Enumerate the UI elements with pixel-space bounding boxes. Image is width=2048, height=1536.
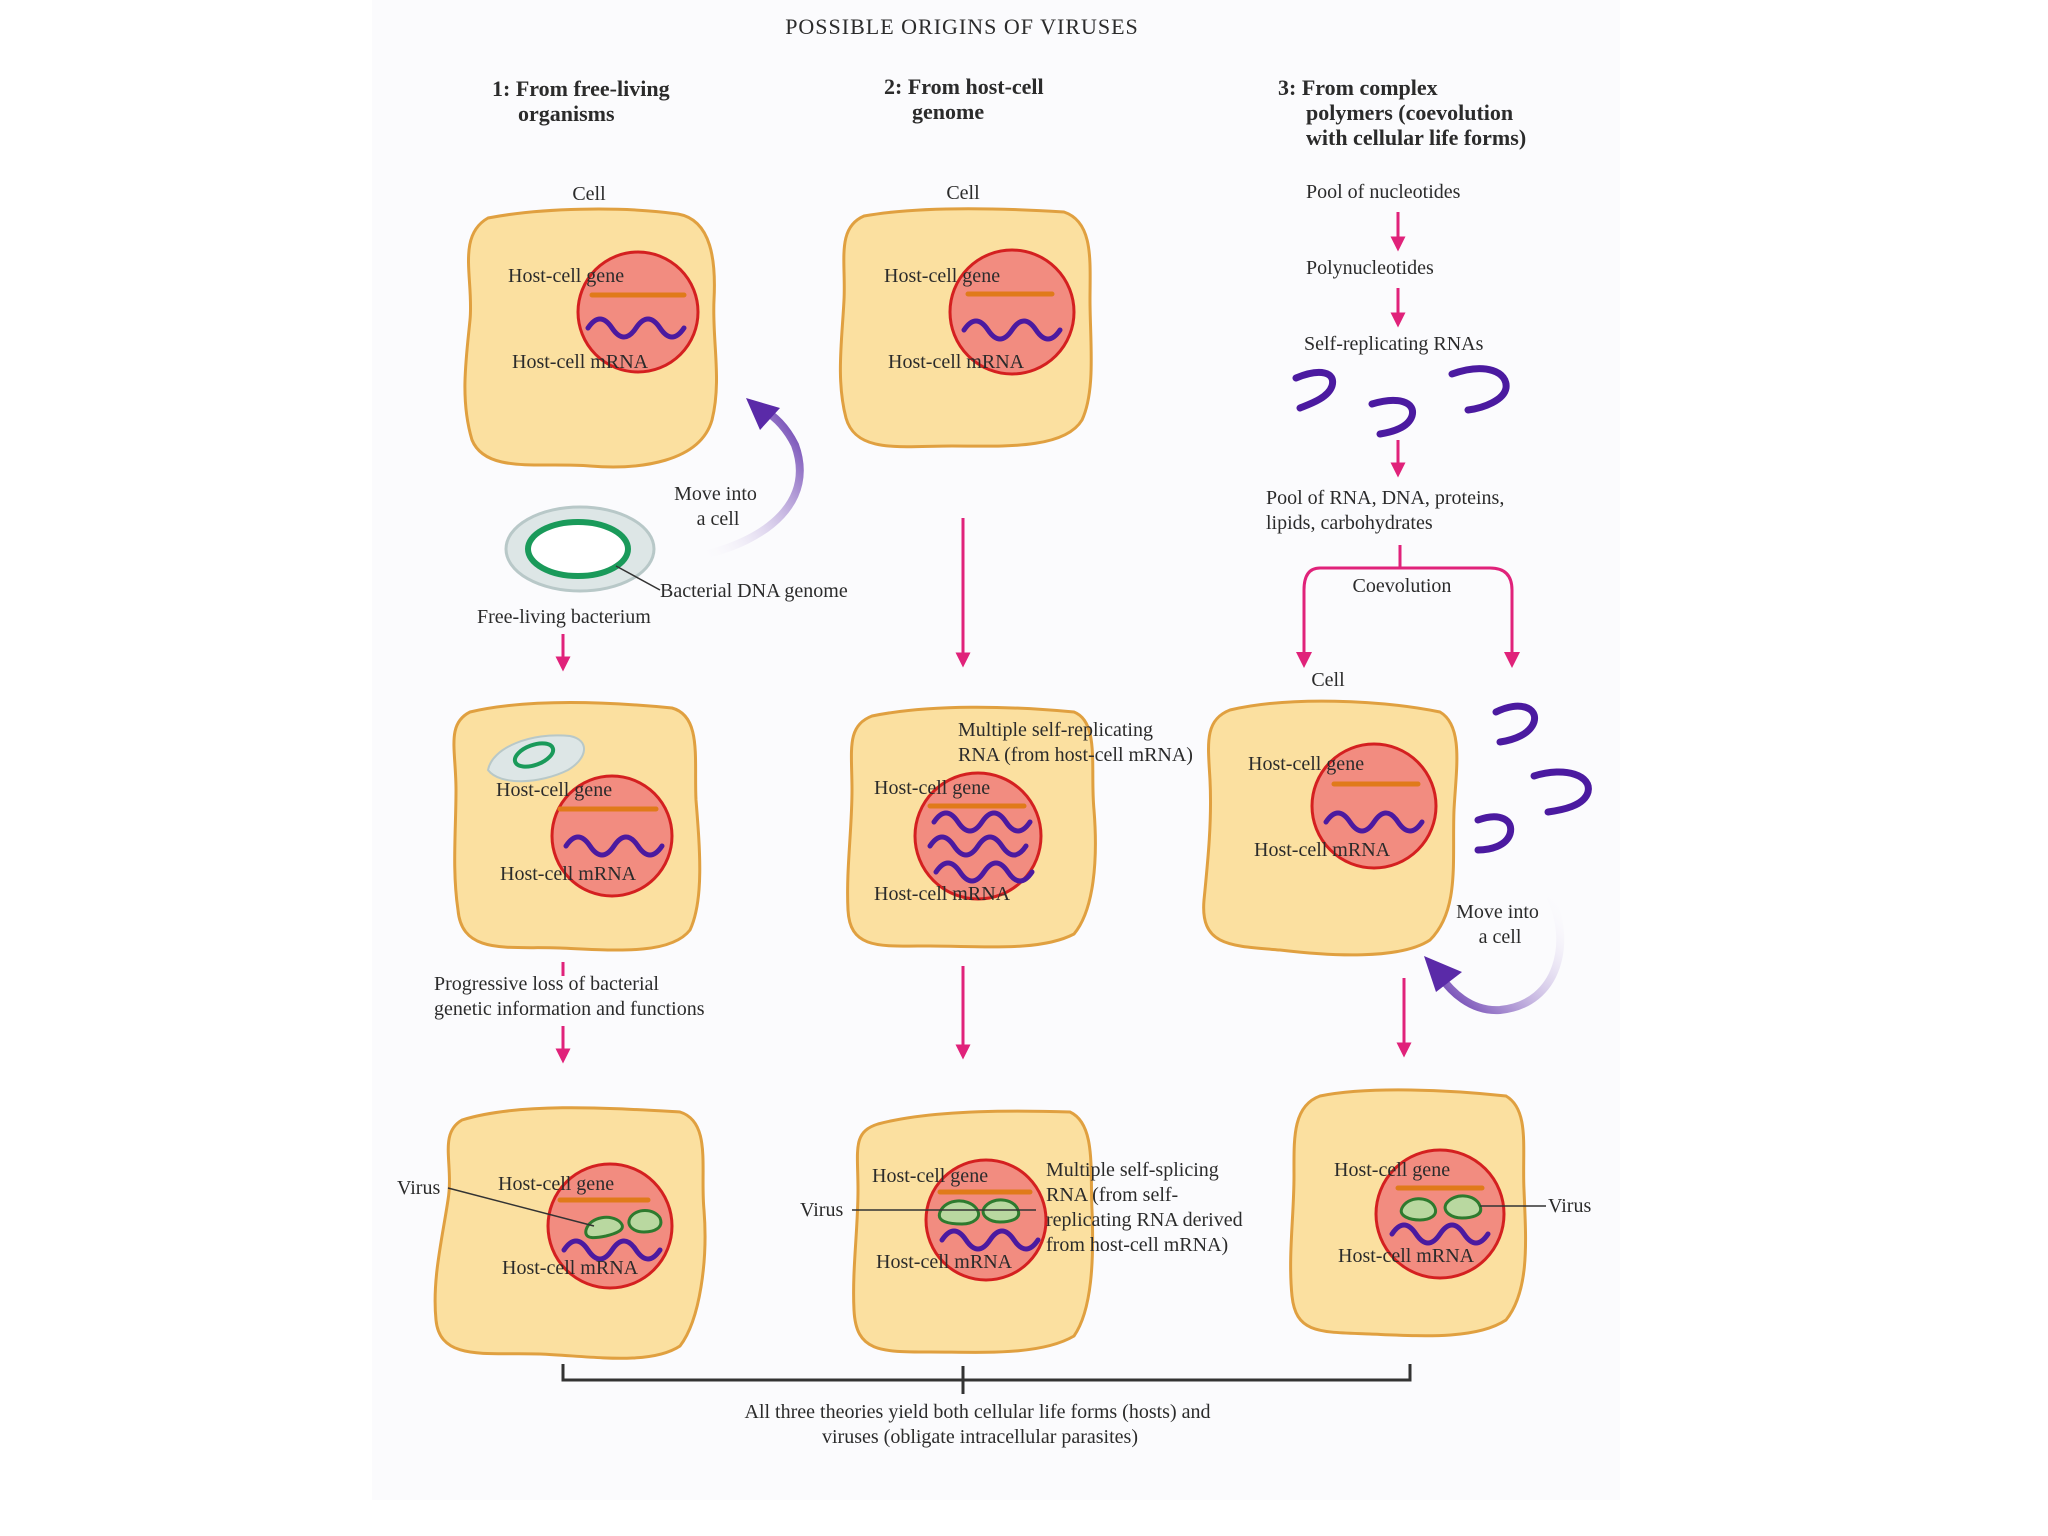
cell [838, 207, 1093, 449]
virus-particle [627, 1209, 663, 1234]
self-replicating-rna-molecules [1292, 365, 1510, 438]
cell [852, 1109, 1095, 1354]
summary-bracket [561, 1364, 1412, 1394]
progressive-loss-label: Progressive loss of bacterial genetic in… [434, 973, 705, 1020]
host-cell-gene-label: Host-cell gene [1334, 1159, 1450, 1181]
host-cell-gene-label: Host-cell gene [872, 1165, 988, 1187]
mrna-strand [961, 318, 1063, 342]
mrna-strand [563, 834, 665, 858]
move-into-cell-arrow [699, 404, 804, 560]
rna-molecule [1448, 365, 1510, 414]
virus-particle [1443, 1194, 1483, 1220]
cell [846, 705, 1097, 949]
rna-molecule [1530, 768, 1592, 816]
cell-label: Cell [1311, 669, 1345, 691]
pool-polymers-label: Pool of RNA, DNA, proteins, lipids, carb… [1266, 487, 1509, 534]
virus-particle [937, 1199, 981, 1226]
rna-molecule [1474, 813, 1515, 854]
multiple-self-splicing-label: Multiple self-splicing RNA (from self- r… [1046, 1159, 1248, 1256]
cell [452, 701, 702, 952]
column-3-heading: 3: From complex polymers (coevolution wi… [1278, 75, 1526, 150]
arrow-head-icon [1296, 652, 1312, 668]
host-cell-mrna-label: Host-cell mRNA [512, 351, 649, 373]
column-2-heading: 2: From host-cell genome [884, 74, 1049, 124]
leader-line [447, 1187, 595, 1227]
virus-label: Virus [800, 1199, 843, 1221]
virus-particle [981, 1198, 1021, 1224]
virus-label: Virus [1548, 1195, 1591, 1217]
arrow-head-icon [746, 398, 780, 430]
mrna-strand [933, 860, 1035, 884]
nucleus [1310, 742, 1438, 870]
arrow-head-icon [1424, 956, 1462, 992]
nucleus [1374, 1148, 1506, 1280]
host-cell-mrna-label: Host-cell mRNA [502, 1257, 639, 1279]
rna-molecule [1292, 368, 1337, 412]
engulfed-bacterium [486, 734, 585, 783]
host-cell-mrna-label: Host-cell mRNA [1338, 1245, 1475, 1267]
cell-label: Cell [572, 183, 606, 205]
host-cell-mrna-label: Host-cell mRNA [500, 863, 637, 885]
mrna-strand [1323, 810, 1425, 834]
virus-label: Virus [397, 1177, 440, 1199]
leader-line [615, 565, 661, 591]
bacterial-dna-genome-label: Bacterial DNA genome [660, 580, 848, 602]
self-replicating-rnas-label: Self-replicating RNAs [1304, 333, 1484, 355]
cell-label: Cell [946, 182, 980, 204]
host-cell-mrna-label: Host-cell mRNA [888, 351, 1025, 373]
mrna-strand [927, 834, 1029, 858]
move-into-cell-label: Move into a cell [674, 483, 762, 530]
host-cell-gene-label: Host-cell gene [508, 265, 624, 287]
host-cell-mrna-label: Host-cell mRNA [874, 883, 1011, 905]
rna-molecule [1368, 397, 1416, 438]
host-cell-gene-label: Host-cell gene [1248, 753, 1364, 775]
coevolution-fork [1302, 545, 1514, 656]
host-cell-gene-label: Host-cell gene [874, 777, 990, 799]
host-cell-mrna-label: Host-cell mRNA [876, 1251, 1013, 1273]
move-into-cell-arrow [1436, 894, 1565, 1015]
move-into-cell-label: Move into a cell [1456, 901, 1544, 948]
rna-molecule [1492, 702, 1538, 746]
free-living-bacterium-label: Free-living bacterium [477, 606, 651, 628]
nucleus [948, 248, 1076, 376]
mrna-strand [939, 1228, 1041, 1252]
coevolution-label: Coevolution [1353, 575, 1452, 597]
bacterial-dna-ring [525, 519, 631, 579]
conclusion-text: All three theories yield both cellular l… [745, 1401, 1216, 1448]
mrna-strand [1389, 1222, 1491, 1246]
cell [1289, 1088, 1528, 1338]
virus-particle [1399, 1197, 1437, 1222]
mrna-strand [585, 316, 687, 340]
free-rna-molecules [1474, 702, 1592, 854]
host-cell-gene-label: Host-cell gene [498, 1173, 614, 1195]
cell [433, 1106, 707, 1360]
free-living-bacterium [504, 505, 656, 593]
multiple-self-replicating-label: Multiple self-replicating RNA (from host… [958, 719, 1193, 766]
arrow-head-icon [1504, 652, 1520, 668]
polynucleotides-label: Polynucleotides [1306, 257, 1434, 279]
virus-particle [584, 1215, 624, 1240]
mrna-strand [931, 810, 1033, 834]
bacterial-dna-ring [512, 741, 556, 769]
pool-nucleotides-label: Pool of nucleotides [1306, 181, 1461, 203]
host-cell-gene-label: Host-cell gene [884, 265, 1000, 287]
figure-title: POSSIBLE ORIGINS OF VIRUSES [785, 14, 1139, 39]
host-cell-mrna-label: Host-cell mRNA [1254, 839, 1391, 861]
cell [1202, 699, 1459, 957]
nucleus [576, 250, 700, 374]
cell [463, 207, 719, 469]
nucleus [550, 774, 674, 898]
host-cell-gene-label: Host-cell gene [496, 779, 612, 801]
mrna-strand [561, 1238, 663, 1262]
column-1-heading: 1: From free-living organisms [492, 76, 675, 126]
